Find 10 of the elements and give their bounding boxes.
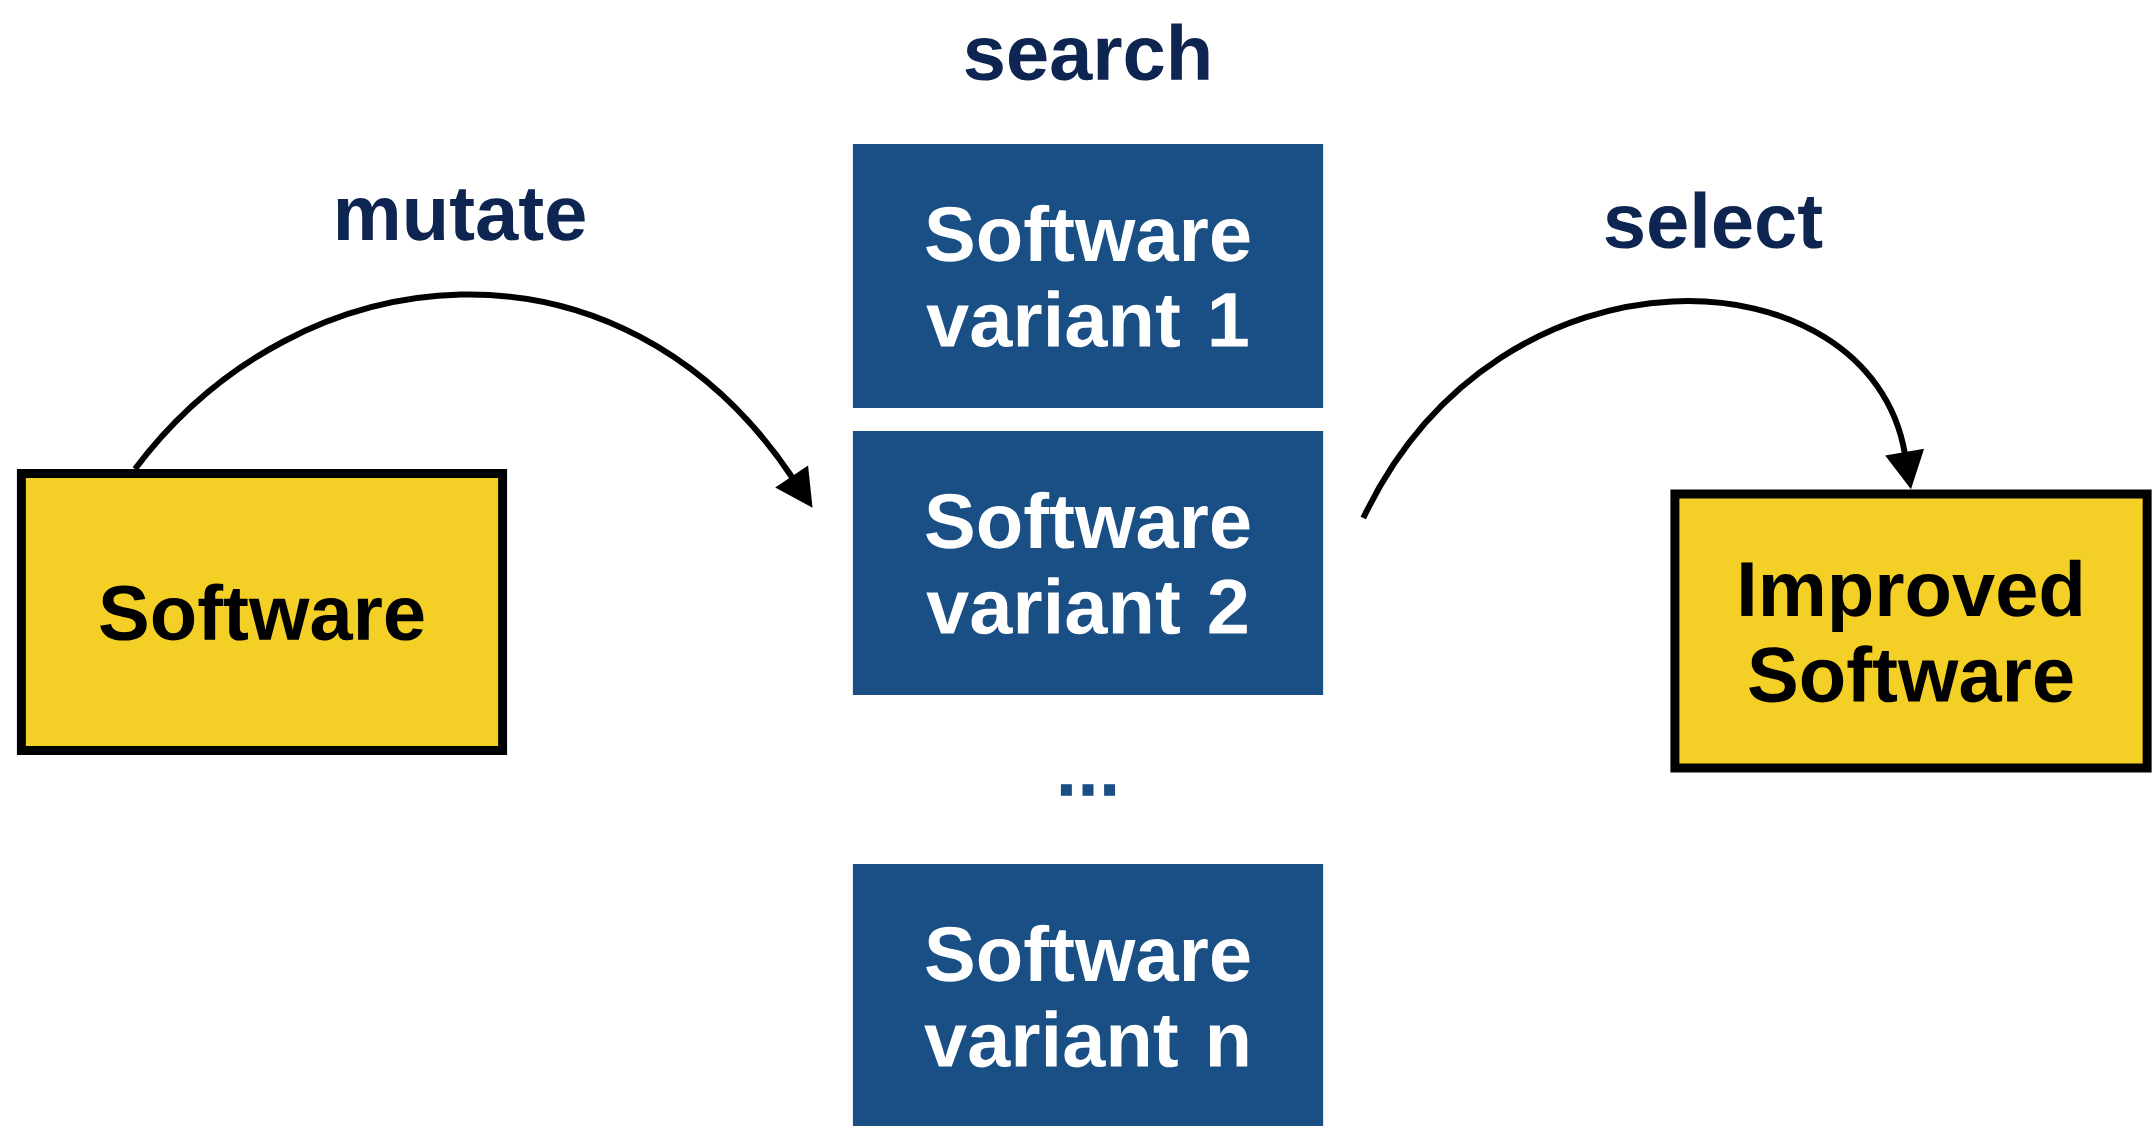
variant-box: Software variant n xyxy=(852,864,1324,1126)
ellipsis: ... xyxy=(1060,784,1116,796)
edge-label: mutate xyxy=(337,189,585,241)
curved-arrow xyxy=(1360,298,1925,520)
variant-box: Software variant 2 xyxy=(852,431,1324,695)
software-box: Improved Software xyxy=(1670,489,2152,773)
heading: search xyxy=(965,23,1209,81)
software-box: Software xyxy=(16,469,508,755)
variant-box: Software variant 1 xyxy=(852,144,1324,408)
edge-label: select xyxy=(1605,191,1823,249)
